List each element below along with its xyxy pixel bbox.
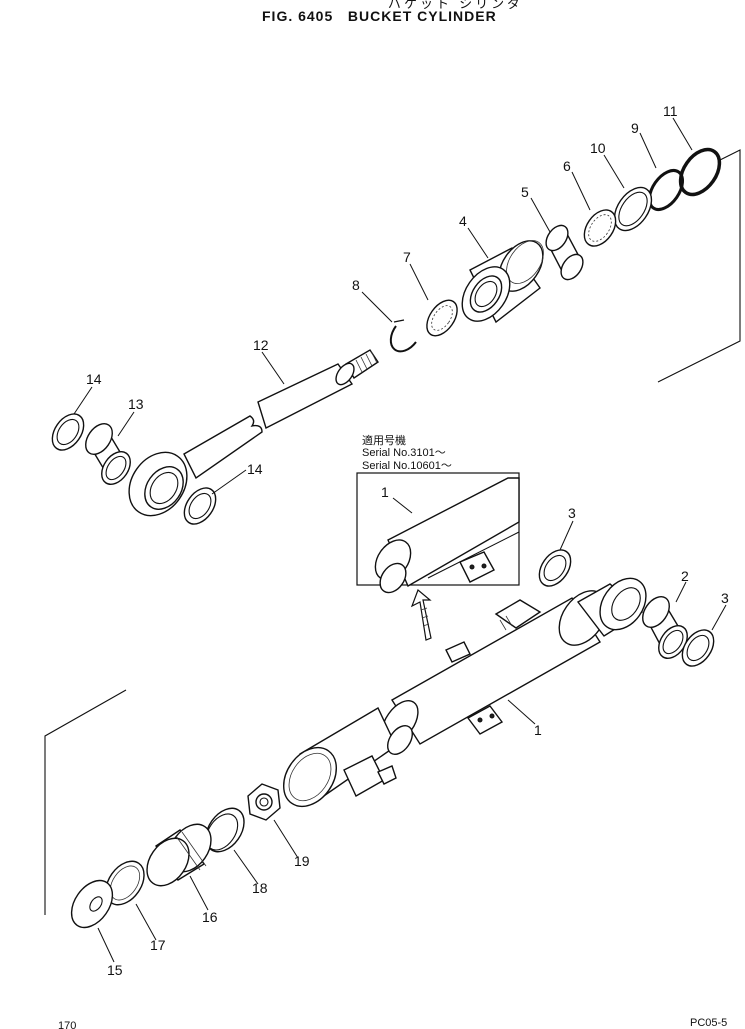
callout-14-lower: 14 (247, 461, 263, 477)
callout-4: 4 (459, 213, 467, 229)
callout-19: 19 (294, 853, 310, 869)
border-right (657, 149, 741, 383)
serial-variant-inset (356, 472, 520, 594)
part-18-wear-ring (205, 807, 245, 853)
inset-serial-text: 適用号機 Serial No.3101～ Serial No.10601～ (362, 433, 452, 472)
callout-3-lower: 3 (721, 590, 729, 606)
part-11-o-ring (678, 147, 722, 197)
page-code: PC05-5 (690, 1017, 727, 1029)
part-19-nut (247, 783, 281, 821)
cylinder-head-housing (282, 707, 414, 808)
part-10-backup-ring (613, 186, 653, 232)
part-15-washer (70, 879, 114, 929)
callout-10: 10 (590, 140, 606, 156)
callout-3-upper: 3 (568, 505, 576, 521)
callout-16: 16 (202, 909, 218, 925)
callout-15: 15 (107, 962, 123, 978)
page-number: 170 (58, 1020, 76, 1029)
part-16-piston (146, 823, 212, 887)
callout-8: 8 (352, 277, 360, 293)
part-13-bushing (85, 423, 131, 485)
inset-pointer-arrow (410, 588, 432, 641)
callout-13: 13 (128, 396, 144, 412)
callout-2: 2 (681, 568, 689, 584)
inset-applicable-label: 適用号機 (362, 433, 406, 447)
inset-serial-2: Serial No.10601～ (362, 460, 452, 472)
callout-17: 17 (150, 937, 166, 953)
callout-14-upper: 14 (86, 371, 102, 387)
border-left (44, 689, 127, 915)
part-5-bushing (545, 224, 584, 281)
part-9-o-ring (647, 168, 685, 212)
part-3-dust-seal-upper (538, 549, 572, 587)
figure-title-japanese: バケット シリンダ (388, 0, 524, 12)
leader-lines (73, 117, 727, 963)
part-17-piston-ring (105, 860, 145, 906)
callout-12: 12 (253, 337, 269, 353)
part-3-dust-seal-lower (681, 629, 715, 667)
callout-labels: 11 9 10 6 5 4 7 8 12 14 13 14 1 3 2 3 1 … (86, 103, 729, 978)
inset-serial-1: Serial No.3101～ (362, 447, 446, 459)
part-4-cylinder-head (461, 240, 544, 324)
callout-1: 1 (534, 722, 542, 738)
part-6-seal (583, 209, 617, 247)
callout-5: 5 (521, 184, 529, 200)
callout-11: 11 (663, 103, 678, 119)
part-14-dust-seal-lower (183, 487, 217, 525)
part-12-piston-rod (128, 349, 379, 517)
callout-1-inset: 1 (381, 484, 389, 500)
part-8-snap-ring (389, 319, 417, 353)
part-2-bushing (642, 596, 688, 659)
callout-9: 9 (631, 120, 639, 136)
part-1-cylinder-tube (381, 577, 647, 745)
figure-title: FIG. 6405 BUCKET CYLINDER (262, 8, 497, 24)
callout-6: 6 (563, 158, 571, 174)
callout-7: 7 (403, 249, 411, 265)
part-7-seal (426, 299, 458, 337)
callout-18: 18 (252, 880, 268, 896)
part-14-dust-seal-upper (51, 413, 85, 451)
